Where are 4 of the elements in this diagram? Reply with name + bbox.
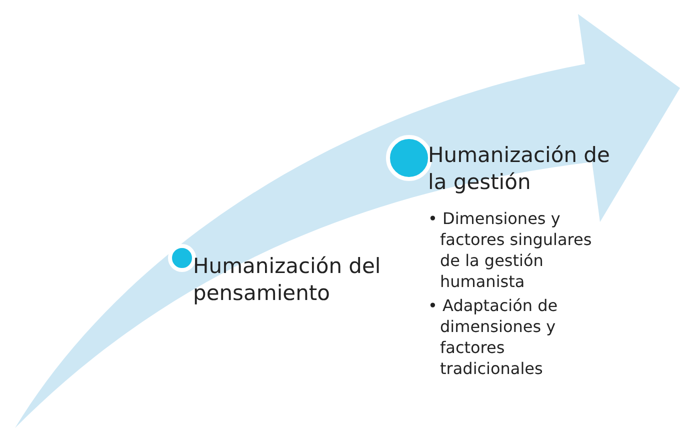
stage-title: Humanización del pensamiento: [193, 253, 382, 307]
bullet-item: • Dimensiones y factores singulares de la gestión humanista: [428, 208, 593, 292]
bullet-item: • Adaptación de dimensiones y factores tradicionales: [428, 295, 559, 379]
stage-title: Humanización de la gestión: [428, 142, 611, 196]
